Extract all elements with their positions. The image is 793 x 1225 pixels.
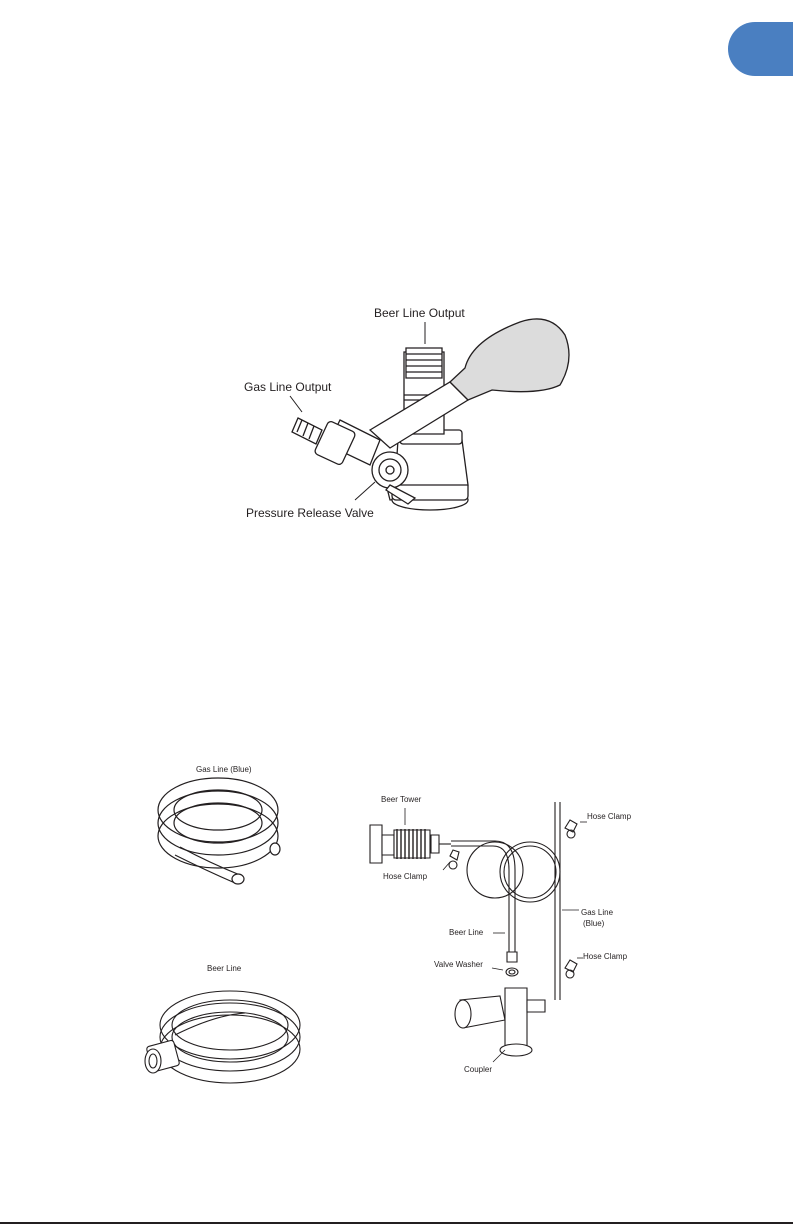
label-hose-clamp-lower-right: Hose Clamp [583, 952, 627, 961]
label-beer-line-assembly: Beer Line [449, 928, 483, 937]
label-gas-line-blue-line1: Gas Line [581, 908, 613, 917]
label-gas-line-blue-line2: (Blue) [583, 919, 604, 928]
coupler-illustration [240, 300, 590, 525]
label-beer-tower: Beer Tower [381, 795, 421, 804]
label-hose-clamp-left: Hose Clamp [383, 872, 427, 881]
label-valve-washer: Valve Washer [434, 960, 483, 969]
section-tab [728, 22, 793, 76]
label-gas-line-blue: Gas Line (Blue) [196, 765, 252, 774]
assembly-diagram [365, 800, 595, 1090]
gas-line-coil-illustration [155, 775, 290, 890]
label-hose-clamp-top-right: Hose Clamp [587, 812, 631, 821]
beer-line-coil-illustration [135, 975, 305, 1105]
label-gas-line-output: Gas Line Output [244, 380, 331, 394]
label-beer-line-coil: Beer Line [207, 964, 241, 973]
label-pressure-release-valve: Pressure Release Valve [246, 506, 374, 520]
label-beer-line-output: Beer Line Output [374, 306, 465, 320]
label-coupler: Coupler [464, 1065, 492, 1074]
bottom-rule [0, 1222, 793, 1224]
